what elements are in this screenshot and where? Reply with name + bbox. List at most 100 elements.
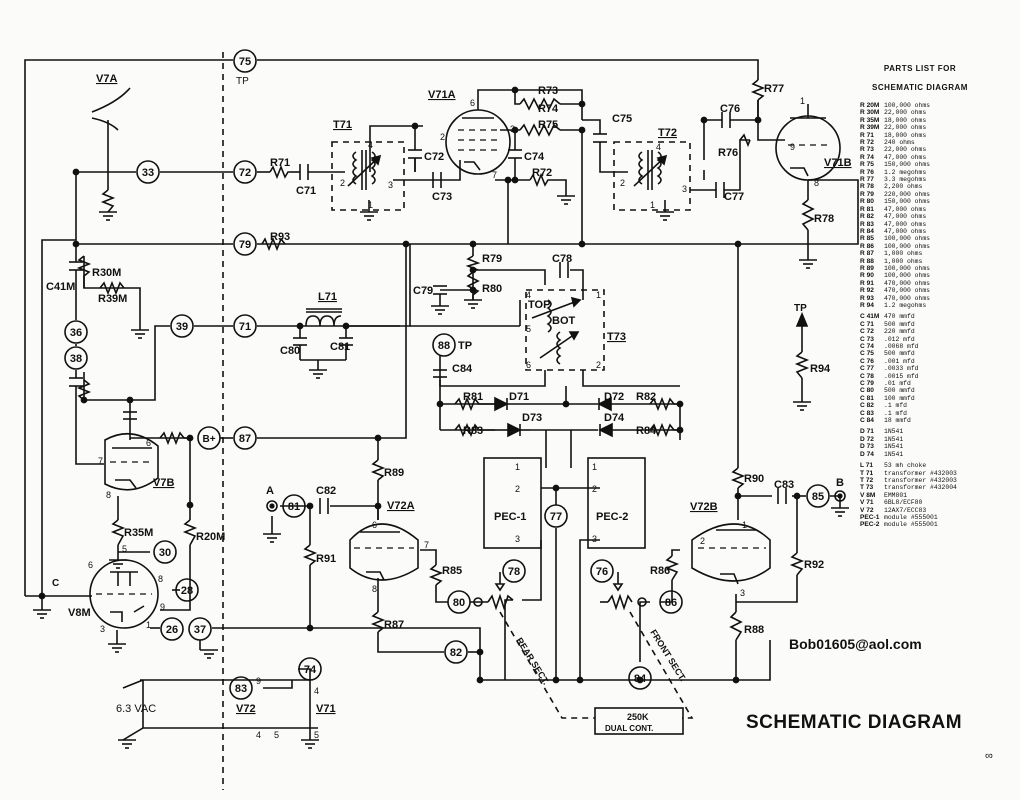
label-t73: T73	[607, 331, 626, 343]
parts-list-row: C 73.012 mfd	[860, 336, 980, 343]
node-71: 71	[233, 314, 257, 338]
tube-v71b	[775, 104, 841, 181]
label-c73: C73	[432, 191, 452, 203]
svg-text:28: 28	[181, 585, 193, 597]
part-ref: R 87	[860, 250, 874, 258]
svg-text:2: 2	[340, 178, 345, 188]
parts-list-title-line2: SCHEMATIC DIAGRAM	[872, 83, 968, 92]
part-value: 500 mmfd	[884, 350, 915, 358]
label-t72: T72	[658, 127, 677, 139]
part-value: 100 mmfd	[884, 394, 915, 402]
svg-text:8: 8	[814, 178, 819, 188]
node-85: 85	[806, 484, 830, 508]
part-ref: R 88	[860, 257, 874, 265]
svg-text:5: 5	[526, 324, 531, 334]
label-c83: C83	[774, 479, 794, 491]
label-tp-r94: TP	[794, 303, 807, 314]
label-v71a: V71A	[428, 89, 456, 101]
svg-text:1: 1	[592, 462, 597, 472]
capacitor-symbols	[69, 112, 787, 514]
part-value: .0015 mfd	[884, 372, 919, 380]
part-value: 1.2 megohms	[884, 301, 927, 309]
part-ref: T 72	[860, 476, 874, 484]
label-r84: R84	[636, 425, 657, 437]
svg-text:2: 2	[592, 484, 597, 494]
part-ref: R 77	[860, 176, 874, 184]
diode-d72	[597, 396, 635, 412]
label-c41m: C41M	[46, 281, 75, 293]
resistor-r84	[649, 422, 680, 438]
resistor-r77	[750, 79, 766, 101]
resistor-r88	[729, 611, 743, 641]
diagram-title: SCHEMATIC DIAGRAM	[746, 712, 963, 733]
label-c72: C72	[424, 151, 444, 163]
label-c74: C74	[524, 151, 545, 163]
node-38: 38	[64, 346, 88, 370]
svg-text:1: 1	[368, 200, 373, 210]
capacitor-c80	[293, 337, 307, 346]
label-input-a: A	[266, 485, 274, 497]
part-value: .0033 mfd	[884, 365, 919, 373]
part-value: 100,000 ohms	[884, 102, 931, 109]
capacitor-c71	[299, 164, 309, 180]
label-c84: C84	[452, 363, 473, 375]
node-28: 28	[175, 578, 199, 602]
resistor-r79	[465, 255, 481, 271]
label-pot-dual: DUAL CONT.	[605, 724, 653, 733]
part-value: 100,000 ohms	[884, 242, 931, 250]
part-value: 47,000 ohms	[884, 227, 927, 235]
svg-text:3: 3	[100, 624, 105, 634]
part-ref: R 81	[860, 205, 874, 213]
label-r83: R83	[463, 425, 483, 437]
label-r87: R87	[384, 619, 404, 631]
parts-list-title: PARTS LIST FOR SCHEMATIC DIAGRAM	[860, 64, 980, 92]
svg-text:37: 37	[194, 624, 206, 636]
part-value: 53 mh choke	[884, 462, 927, 470]
resistor-r20m	[182, 519, 198, 546]
part-ref: R 78	[860, 183, 874, 191]
label-r92: R92	[804, 559, 824, 571]
svg-text:78: 78	[508, 566, 520, 578]
part-value: 220 mmfd	[884, 328, 915, 336]
part-ref: R 91	[860, 279, 874, 287]
part-ref: C 76	[860, 357, 874, 365]
svg-text:3: 3	[388, 180, 393, 190]
node-39: 39	[170, 314, 194, 338]
tp-arrow-icon	[795, 311, 809, 330]
part-ref: R 86	[860, 242, 874, 250]
parts-list-title-line1: PARTS LIST FOR	[883, 64, 957, 73]
part-value: transformer #432004	[884, 484, 957, 492]
svg-text:30: 30	[159, 547, 171, 559]
resistor-r73	[519, 97, 561, 111]
capacitor-c76	[721, 112, 731, 128]
part-ref: C 83	[860, 409, 874, 417]
node-79: 79	[233, 232, 257, 256]
resistor-r39m	[99, 280, 125, 296]
label-r81: R81	[463, 391, 483, 403]
node-75: 75	[233, 49, 257, 73]
resistor-r83	[454, 422, 495, 438]
svg-text:1: 1	[515, 462, 520, 472]
svg-text:4: 4	[256, 730, 261, 740]
part-value: 22,000 ohms	[884, 146, 927, 154]
part-ref: R 76	[860, 168, 874, 176]
svg-text:9: 9	[256, 676, 261, 686]
pot-250k-box	[594, 707, 684, 735]
node-82: 82	[444, 640, 468, 664]
part-value: 22,000 ohms	[884, 109, 927, 117]
svg-text:80: 80	[453, 597, 465, 609]
label-front-sect: FRONT SECT.	[648, 628, 688, 683]
